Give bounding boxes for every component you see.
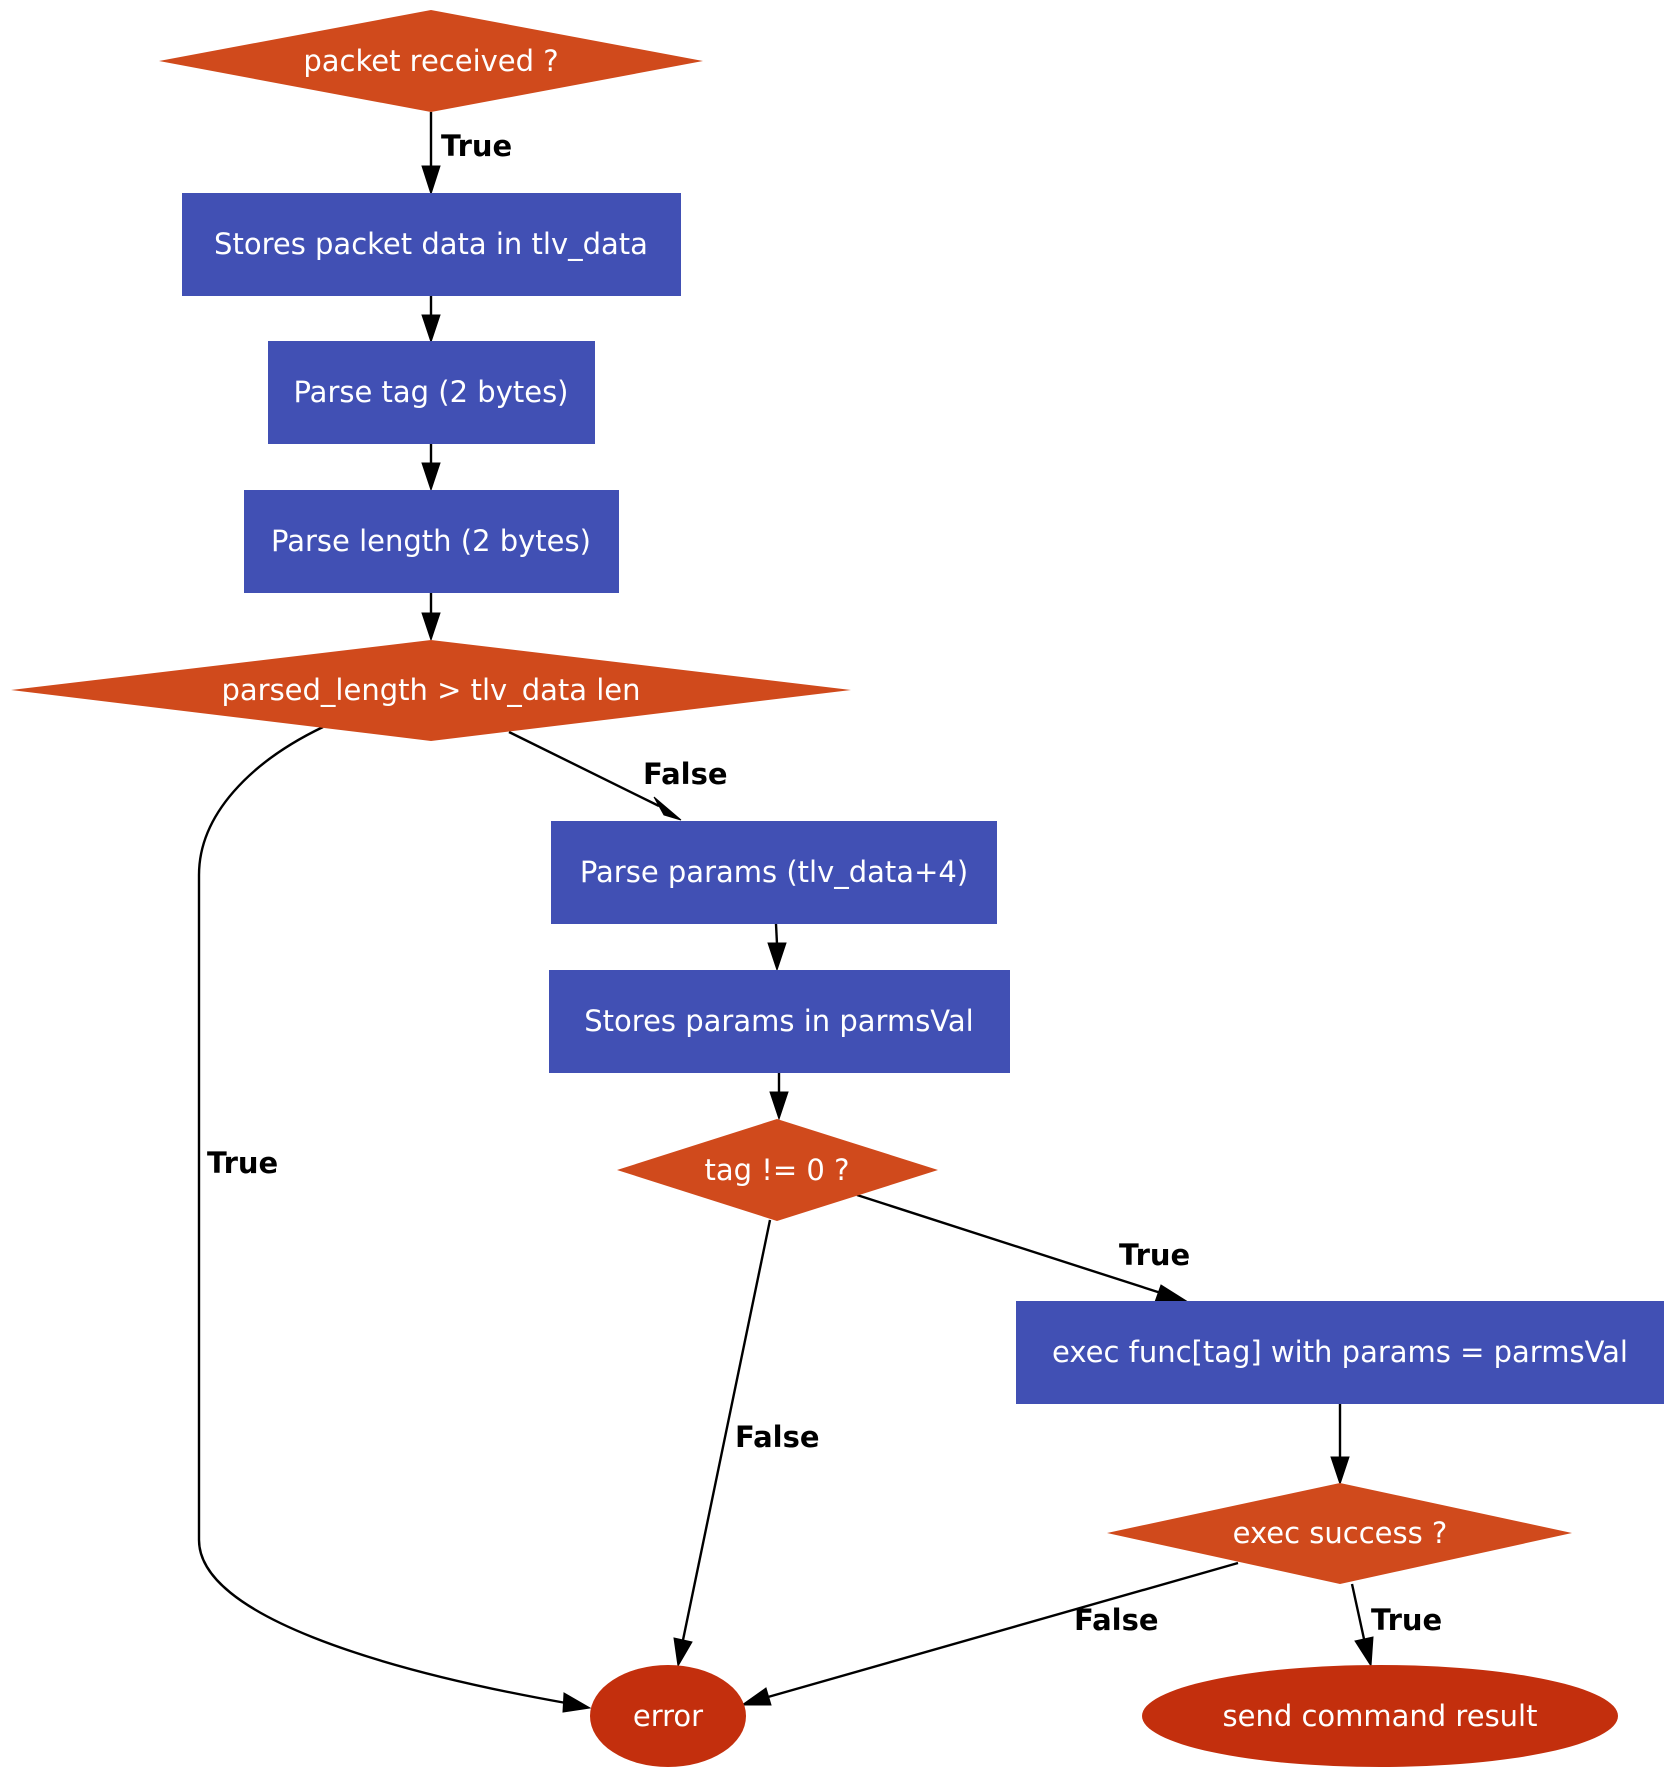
process-label: exec func[tag] with params = parmsVal: [1052, 1335, 1628, 1369]
edge-parse-params-to-store-params: [767, 923, 787, 972]
edge-exec-success-to-send-result: [1350, 1583, 1374, 1668]
edge-store-params-to-tag-check: [769, 1072, 789, 1121]
edge-length-check-to-parse-params: [508, 730, 682, 821]
process-store-params: Stores params in parmsVal: [549, 970, 1010, 1073]
edge-label-tag-true: True: [1119, 1238, 1190, 1272]
nodes: packet received ? Stores packet data in …: [11, 10, 1664, 1767]
decision-length-check: parsed_length > tlv_data len: [11, 640, 851, 741]
edge-label-tag-false: False: [735, 1420, 820, 1454]
decision-shape: [159, 10, 703, 112]
process-shape: [1016, 1301, 1664, 1404]
process-parse-params: Parse params (tlv_data+4): [551, 821, 997, 924]
edge-label-packet-true: True: [441, 129, 512, 163]
edge-label-exec-true: True: [1371, 1603, 1442, 1637]
decision-tag-check: tag != 0 ?: [617, 1119, 938, 1221]
process-shape: [244, 490, 619, 593]
edge-label-length-true: True: [207, 1146, 278, 1180]
decision-label: exec success ?: [1233, 1516, 1448, 1550]
edges: [197, 112, 1374, 1713]
edge-packet-received-to-store-packet: [421, 112, 441, 196]
process-exec-func: exec func[tag] with params = parmsVal: [1016, 1301, 1664, 1404]
process-parse-tag: Parse tag (2 bytes): [268, 341, 595, 444]
decision-label: parsed_length > tlv_data len: [221, 673, 640, 707]
edge-length-check-to-error: [197, 725, 592, 1713]
decision-shape: [1107, 1483, 1572, 1584]
process-shape: [268, 341, 595, 444]
decision-label: packet received ?: [303, 44, 558, 78]
decision-exec-success: exec success ?: [1107, 1483, 1572, 1584]
process-shape: [182, 193, 681, 296]
process-parse-length: Parse length (2 bytes): [244, 490, 619, 593]
process-shape: [549, 970, 1010, 1073]
process-label: Stores params in parmsVal: [584, 1004, 973, 1038]
edge-exec-func-to-exec-success: [1330, 1403, 1350, 1486]
process-label: Parse params (tlv_data+4): [580, 855, 968, 889]
edge-store-packet-to-parse-tag: [421, 296, 441, 344]
terminal-shape: [590, 1665, 746, 1767]
edge-label-exec-false: False: [1074, 1603, 1159, 1637]
edge-parse-length-to-length-check: [421, 593, 441, 642]
edge-label-length-false: False: [643, 757, 728, 791]
process-label: Stores packet data in tlv_data: [214, 227, 648, 261]
decision-packet-received: packet received ?: [159, 10, 703, 112]
process-shape: [551, 821, 997, 924]
edge-labels: True False True True False False True: [207, 129, 1442, 1637]
terminal-label: send command result: [1223, 1699, 1538, 1733]
terminal-error: error: [590, 1665, 746, 1767]
edge-tag-check-to-error: [673, 1219, 772, 1668]
edge-parse-tag-to-parse-length: [421, 444, 441, 492]
terminal-label: error: [633, 1699, 703, 1733]
process-label: Parse tag (2 bytes): [293, 375, 568, 409]
terminal-shape: [1142, 1665, 1618, 1767]
process-store-packet: Stores packet data in tlv_data: [182, 193, 681, 296]
process-label: Parse length (2 bytes): [271, 524, 591, 558]
edge-exec-success-to-error: [740, 1561, 1239, 1706]
decision-label: tag != 0 ?: [705, 1153, 850, 1187]
decision-shape: [11, 640, 851, 741]
terminal-send-result: send command result: [1142, 1665, 1618, 1767]
decision-shape: [617, 1119, 938, 1221]
